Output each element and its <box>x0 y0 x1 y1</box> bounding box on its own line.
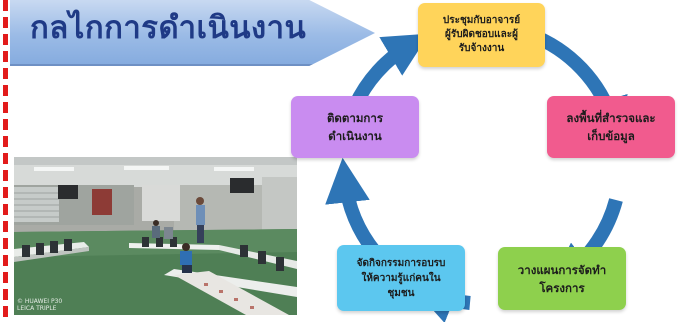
step-1-label: ประชุมกับอาจารย์ ผู้รับผิดชอบและผู้ รับจ… <box>442 15 521 54</box>
cycle-step-2: ลงพื้นที่สำรวจและ เก็บข้อมูล <box>547 96 675 158</box>
cycle-arrow-4 <box>325 157 381 257</box>
cycle-step-5: ติดตามการ ดำเนินงาน <box>291 96 419 158</box>
step-5-label: ติดตามการ ดำเนินงาน <box>326 111 384 143</box>
meeting-room-photo <box>14 157 297 315</box>
photo-watermark: © HUAWEI P30 LEICA TRIPLE <box>17 298 63 312</box>
page-title: กลไกการดำเนินงาน <box>30 10 307 46</box>
cycle-step-3: วางแผนการจัดทำ โครงการ <box>498 247 626 310</box>
cycle-step-4: จัดกิจกรรมการอบรบ ให้ความรู้แก่คนใน ชุมช… <box>337 245 465 311</box>
title-banner <box>10 0 375 66</box>
step-2-label: ลงพื้นที่สำรวจและ เก็บข้อมูล <box>566 111 656 143</box>
step-3-label: วางแผนการจัดทำ โครงการ <box>517 262 607 295</box>
activity-photo: © HUAWEI P30 LEICA TRIPLE <box>14 157 297 315</box>
step-4-label: จัดกิจกรรมการอบรบ ให้ความรู้แก่คนใน ชุมช… <box>356 257 446 299</box>
cycle-step-1: ประชุมกับอาจารย์ ผู้รับผิดชอบและผู้ รับจ… <box>418 3 545 67</box>
left-dashed-border <box>3 0 8 322</box>
